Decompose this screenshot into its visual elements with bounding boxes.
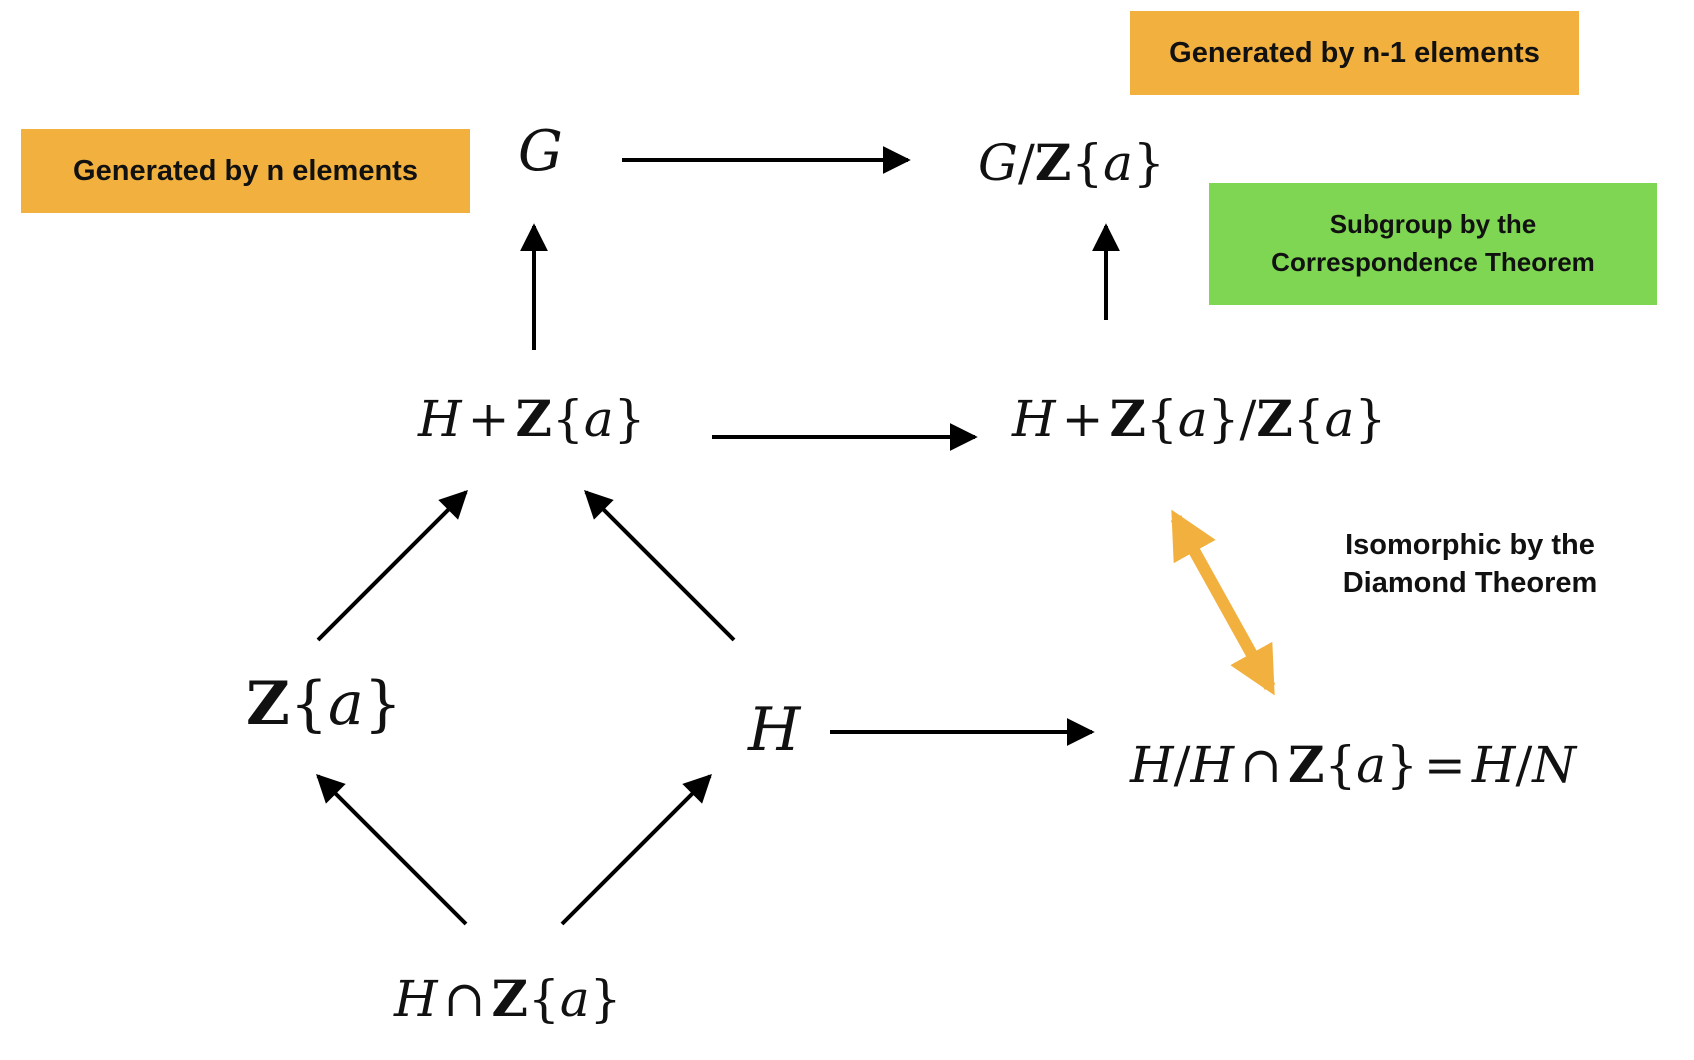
a-symbol: a <box>583 390 614 448</box>
node-H-mod-HcapZa: H/H∩Z{a}=H/N <box>1130 740 1576 791</box>
H-symbol: H <box>748 695 801 765</box>
a-symbol: a <box>328 669 364 739</box>
label-isomorphic-line2: Diamond Theorem <box>1342 567 1598 599</box>
node-G-symbol: G <box>518 119 563 184</box>
right-brace: } <box>1132 134 1165 192</box>
Z-symbol: Z <box>246 669 290 739</box>
label-generated-n-text: Generated by n elements <box>73 154 418 187</box>
right-brace: } <box>1386 736 1418 794</box>
arrow-H-to-HplusZa <box>584 490 736 642</box>
N-symbol: N <box>1532 736 1577 794</box>
G-symbol: G <box>978 134 1018 192</box>
node-G-mod-Za: G/Z{a} <box>978 138 1165 189</box>
H-symbol: H <box>1471 736 1516 794</box>
Z-symbol: Z <box>1256 389 1293 448</box>
node-HcapZa: H∩Z{a} <box>394 974 621 1025</box>
H-symbol: H <box>418 390 462 448</box>
Z-symbol: Z <box>491 969 529 1028</box>
arrow-Za-to-HplusZa <box>316 490 468 642</box>
label-isomorphic-diamond: Isomorphic by the Diamond Theorem <box>1290 520 1650 610</box>
node-G: G <box>518 124 563 180</box>
right-brace: } <box>589 970 622 1028</box>
left-brace: { <box>1324 736 1357 794</box>
H-symbol: H <box>1190 736 1235 794</box>
left-brace: { <box>528 970 560 1028</box>
label-subgroup-line2: Correspondence Theorem <box>1271 247 1595 277</box>
label-generated-n: Generated by n elements <box>21 129 470 213</box>
Z-symbol: Z <box>1034 133 1072 192</box>
left-brace: { <box>1292 390 1325 448</box>
label-generated-n-minus-1: Generated by n-1 elements <box>1130 11 1579 95</box>
right-brace: } <box>363 669 402 739</box>
left-brace: { <box>1071 134 1104 192</box>
Z-symbol: Z <box>1287 735 1325 794</box>
node-H-plus-Za: H+Z{a} <box>418 394 645 445</box>
left-brace: { <box>289 669 328 739</box>
equals-operator: = <box>1423 736 1466 794</box>
cap-operator: ∩ <box>443 970 486 1028</box>
Z-symbol: Z <box>1109 389 1147 448</box>
H-symbol: H <box>1012 390 1056 448</box>
plus-operator: + <box>1061 390 1104 448</box>
left-brace: { <box>552 390 584 448</box>
right-brace: } <box>1354 390 1387 448</box>
H-symbol: H <box>1130 736 1174 794</box>
slash: / <box>1173 736 1191 794</box>
a-symbol: a <box>1324 390 1355 448</box>
slash: / <box>1515 736 1533 794</box>
slash: / <box>1239 390 1257 448</box>
Z-symbol: Z <box>515 389 553 448</box>
arrow-HcapZa-to-Za <box>316 774 468 926</box>
node-H-plus-Za-mod-Za: H+Z{a}/Z{a} <box>1012 394 1386 445</box>
label-isomorphic-line1: Isomorphic by the <box>1345 529 1595 562</box>
label-generated-n-minus-1-text: Generated by n-1 elements <box>1169 36 1540 69</box>
right-brace: } <box>613 390 646 448</box>
a-symbol: a <box>1177 390 1208 448</box>
a-symbol: a <box>1103 134 1133 192</box>
label-subgroup-line1: Subgroup by the <box>1329 209 1537 240</box>
isomorphism-double-arrow <box>1170 509 1276 696</box>
cap-operator: ∩ <box>1240 736 1282 794</box>
slash: / <box>1017 134 1035 192</box>
node-H: H <box>748 700 800 760</box>
node-Za: Z{a} <box>246 674 402 734</box>
right-brace: } <box>1207 390 1240 448</box>
arrow-HcapZa-to-H <box>560 774 712 926</box>
left-brace: { <box>1146 390 1178 448</box>
a-symbol: a <box>559 970 590 1028</box>
H-symbol: H <box>394 970 438 1028</box>
a-symbol: a <box>1356 736 1387 794</box>
plus-operator: + <box>467 390 510 448</box>
label-subgroup-correspondence: Subgroup by the Correspondence Theorem <box>1209 183 1657 305</box>
